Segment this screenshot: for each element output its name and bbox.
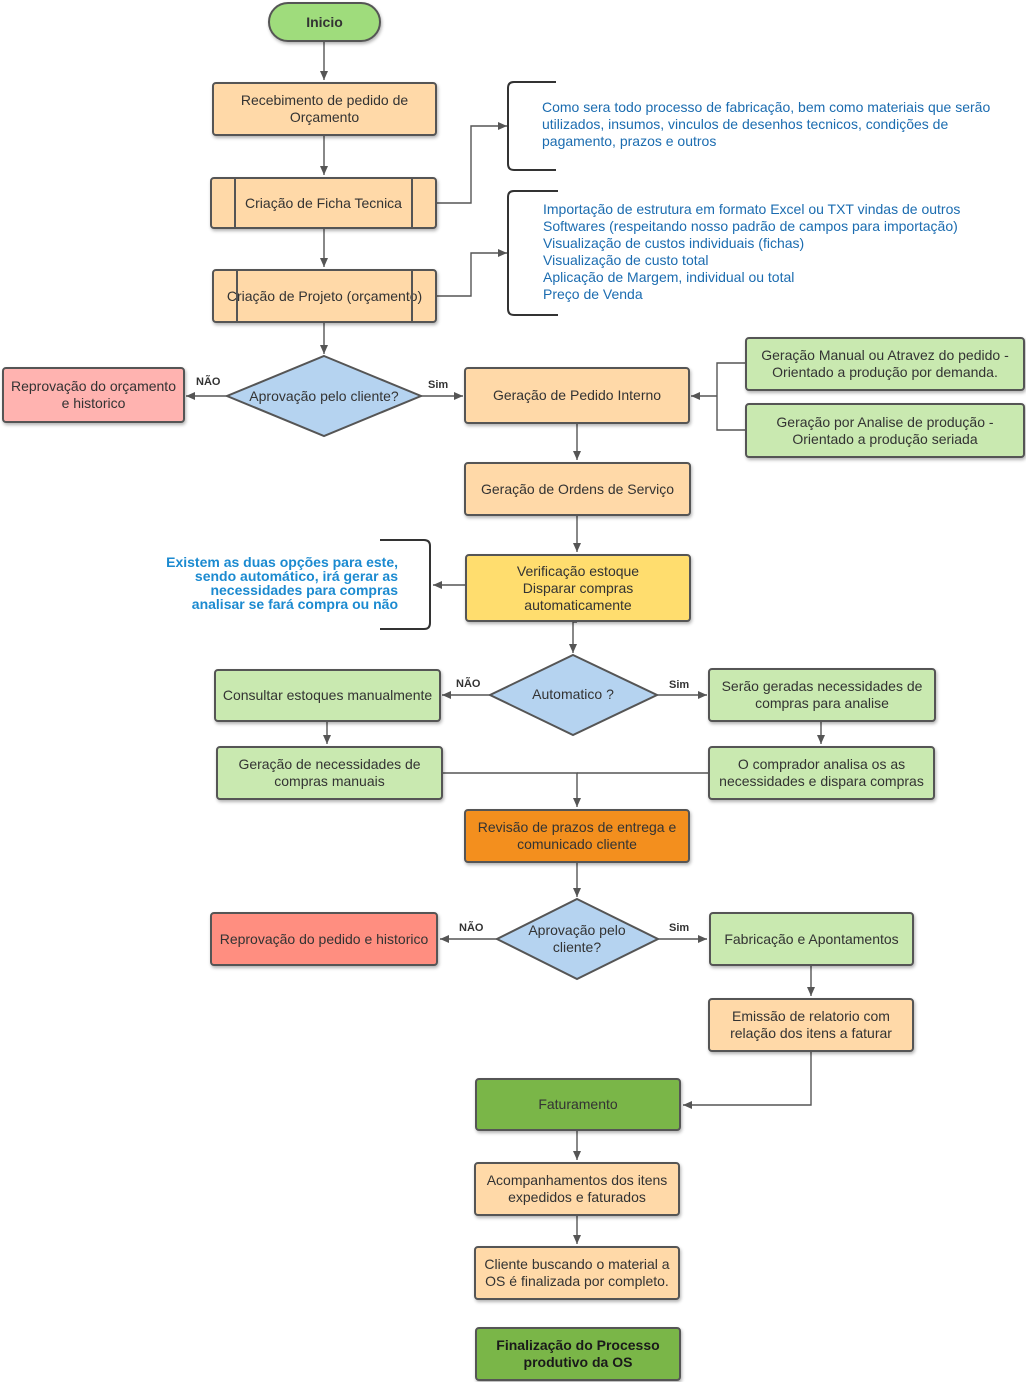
edge-label-nao-3: NÃO	[459, 922, 484, 934]
note-bracket-ficha	[507, 81, 556, 171]
node-pedido-interno: Geração de Pedido Interno	[464, 367, 690, 424]
decision-label-automatico: Automatico ?	[532, 685, 614, 702]
node-analise-producao: Geração por Analise de produção - Orient…	[745, 403, 1025, 458]
node-cliente-buscando: Cliente buscando o material a OS é final…	[474, 1246, 680, 1300]
node-faturamento: Faturamento	[475, 1078, 681, 1131]
decision-label-aprovacao-1: Aprovação pelo cliente?	[249, 387, 399, 404]
node-fabricacao: Fabricação e Apontamentos	[709, 912, 914, 966]
node-emissao-relatorio: Emissão de relatorio com relação dos ite…	[708, 998, 914, 1052]
node-verificacao-estoque: Verificação estoque Disparar compras aut…	[465, 554, 691, 622]
connector-emissao-faturamento	[683, 1052, 812, 1109]
node-reprovacao-pedido: Reprovação do pedido e historico	[210, 912, 438, 966]
edge-label-sim-3: Sim	[669, 922, 690, 934]
node-criacao-ficha-tecnica: Criação de Ficha Tecnica	[210, 177, 437, 229]
node-acompanhamentos: Acompanhamentos dos itens expedidos e fa…	[474, 1162, 680, 1216]
edge-label-sim-2: Sim	[669, 679, 690, 691]
edge-label-nao-1: NÃO	[196, 376, 221, 388]
decision-aprovacao-cliente	[224, 354, 424, 438]
connector-manuais-revisao	[443, 772, 581, 807]
decision-aprovacao-cliente-2	[494, 897, 661, 981]
node-necessidades-analise: Serão geradas necessidades de compras pa…	[708, 668, 936, 722]
connector-verificacao-automatico	[569, 621, 577, 653]
node-revisao-prazos: Revisão de prazos de entrega e comunicad…	[464, 809, 690, 863]
node-finalizacao: Finalização do Processo produtivo da OS	[475, 1327, 681, 1381]
connector-projeto-note	[437, 249, 507, 297]
node-consultar-estoques: Consultar estoques manualmente	[214, 669, 441, 722]
edge-label-nao-2: NÃO	[456, 678, 481, 690]
node-criacao-projeto: Criação de Projeto (orçamento)	[212, 269, 437, 323]
start-terminal: Inicio	[268, 2, 381, 42]
connector-bracket-pedido-options	[716, 362, 745, 431]
node-necessidades-manuais: Geração de necessidades de compras manua…	[216, 746, 443, 800]
edge-label-sim-1: Sim	[428, 379, 449, 391]
note-criacao-projeto: Importação de estrutura em formato Excel…	[543, 201, 961, 302]
note-bracket-estoque	[380, 539, 431, 630]
node-recebimento-pedido: Recebimento de pedido de Orçamento	[212, 82, 437, 136]
node-geracao-manual: Geração Manual ou Atravez do pedido - Or…	[745, 337, 1025, 391]
note-verificacao-estoque: Existem as duas opções para este, sendo …	[166, 554, 398, 612]
connector-ficha-note	[437, 122, 507, 204]
node-ordens-servico: Geração de Ordens de Serviço	[464, 462, 691, 516]
decision-label-aprovacao-2: Aprovação pelo cliente?	[528, 922, 626, 955]
node-comprador-analisa: O comprador analisa os as necessidades e…	[708, 746, 935, 800]
node-reprovacao-orcamento: Reprovação do orçamento e historico	[2, 367, 185, 423]
note-ficha-tecnica: Como sera todo processo de fabricação, b…	[542, 99, 991, 149]
note-bracket-projeto	[507, 190, 558, 316]
decision-automatico	[487, 653, 660, 737]
